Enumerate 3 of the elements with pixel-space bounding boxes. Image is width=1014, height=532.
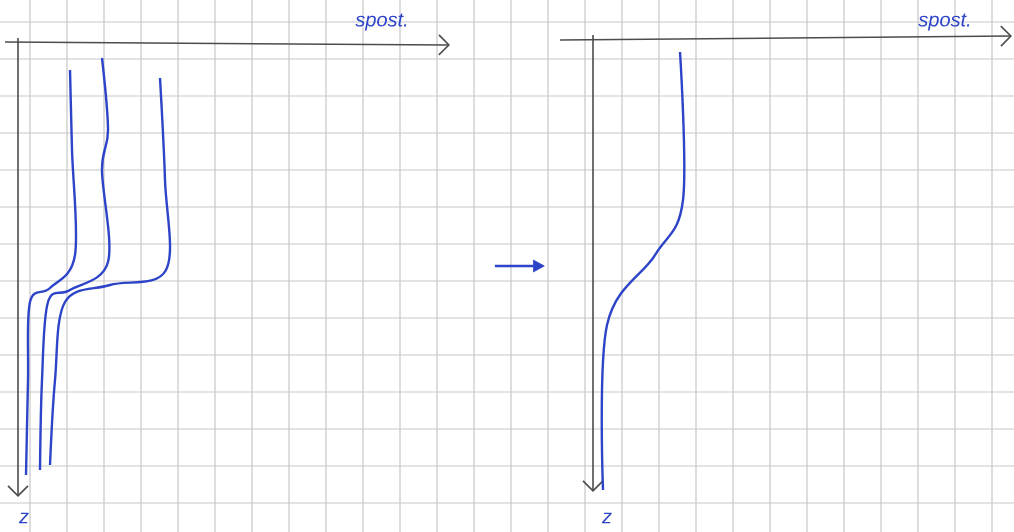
axis-label: spost.: [918, 13, 970, 31]
profile-plot-drawing: [4, 34, 450, 497]
axis-label: z: [601, 512, 612, 524]
